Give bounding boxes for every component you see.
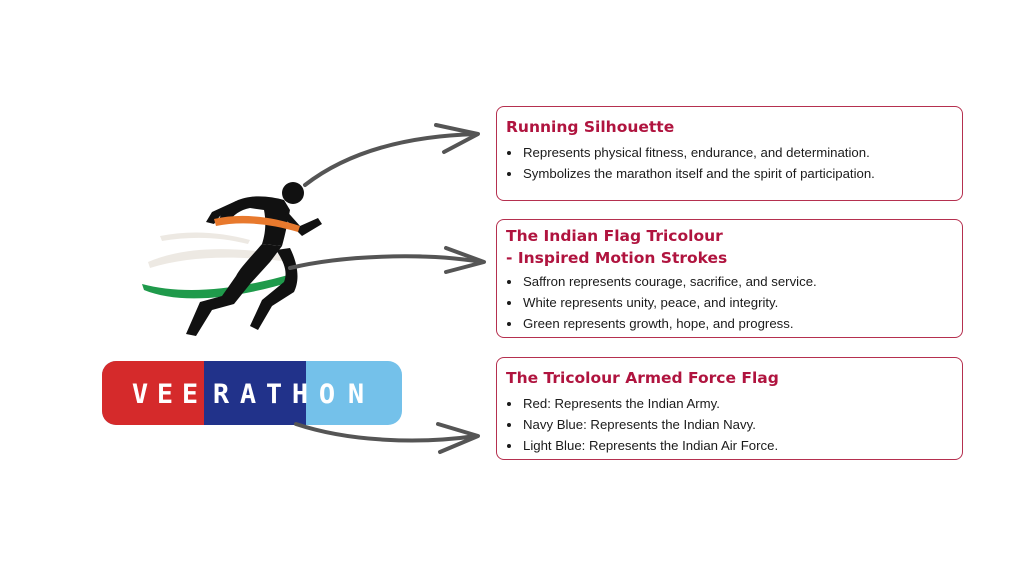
runner-logo	[142, 182, 322, 336]
bullet-item: White represents unity, peace, and integ…	[522, 292, 952, 313]
arrow-to-armed-force-flag	[294, 422, 478, 443]
arrowhead-2	[444, 246, 486, 274]
arrow-to-running-silhouette	[303, 132, 478, 187]
logo-letter: H	[292, 379, 308, 410]
card-title: The Indian Flag Tricolour - Inspired Mot…	[506, 225, 952, 269]
saffron-motion-stroke	[214, 215, 300, 232]
green-motion-stroke	[142, 274, 294, 299]
bullet-list: Saffron represents courage, sacrifice, a…	[506, 271, 952, 334]
tricolour-strokes-card: The Indian Flag Tricolour - Inspired Mot…	[496, 219, 963, 338]
running-silhouette	[186, 182, 322, 336]
veerathon-logo: V E E R A T H O N	[102, 361, 402, 425]
logo-letter: E	[182, 379, 198, 410]
running-silhouette-card: Running Silhouette Represents physical f…	[496, 106, 963, 201]
bullet-item: Navy Blue: Represents the Indian Navy.	[522, 414, 952, 435]
bullet-list: Represents physical fitness, endurance, …	[506, 142, 952, 184]
card-title: The Tricolour Armed Force Flag	[506, 369, 779, 387]
bullet-item: Green represents growth, hope, and progr…	[522, 313, 952, 334]
logo-letter: E	[157, 379, 173, 410]
armed-force-flag-card: The Tricolour Armed Force Flag Red: Repr…	[496, 357, 963, 460]
arrow-to-tricolour-strokes	[288, 254, 484, 270]
bullet-item: Represents physical fitness, endurance, …	[522, 142, 952, 163]
bullet-list: Red: Represents the Indian Army. Navy Bl…	[506, 393, 952, 456]
logo-letter: V	[132, 379, 148, 410]
bullet-item: Saffron represents courage, sacrifice, a…	[522, 271, 952, 292]
card-title: Running Silhouette	[506, 118, 675, 136]
bullet-item: Symbolizes the marathon itself and the s…	[522, 163, 952, 184]
logo-letter: T	[266, 379, 282, 410]
bullet-item: Red: Represents the Indian Army.	[522, 393, 952, 414]
card-title-line-1: The Indian Flag Tricolour	[506, 227, 723, 245]
card-title-line-2: - Inspired Motion Strokes	[506, 249, 728, 267]
logo-red-segment-fill	[190, 361, 204, 425]
bullet-item: Light Blue: Represents the Indian Air Fo…	[522, 435, 952, 456]
logo-letter: A	[240, 379, 256, 410]
logo-navy-segment	[204, 361, 306, 425]
white-motion-stroke-2	[160, 232, 250, 244]
logo-letter: O	[319, 379, 335, 410]
logo-letter: R	[213, 379, 230, 410]
arrowhead-1	[434, 123, 480, 154]
arrowhead-3	[436, 422, 480, 454]
logo-letter: N	[348, 379, 364, 410]
